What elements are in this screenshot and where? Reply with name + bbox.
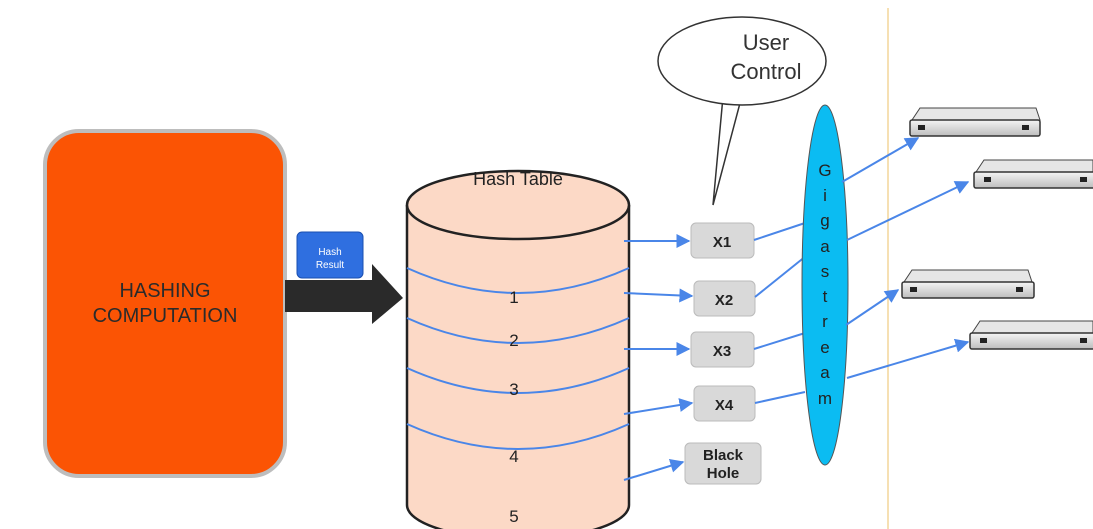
bucket-label-5: 5 xyxy=(509,507,518,526)
hashing-computation-box: HASHING COMPUTATION xyxy=(43,129,287,478)
hashing-label-line1: HASHING xyxy=(119,280,210,302)
device-arrow xyxy=(846,338,970,379)
gigastream-letter: e xyxy=(820,338,829,357)
port-x2-label: X2 xyxy=(715,292,733,309)
gigastream-letter: r xyxy=(822,312,828,331)
user-control-line1: User xyxy=(743,30,789,55)
hashing-label-line2: COMPUTATION xyxy=(93,305,238,327)
gigastream-letter: m xyxy=(818,389,832,408)
port-link xyxy=(754,391,806,404)
port-x4: X4 xyxy=(693,385,756,422)
bucket-label-1: 1 xyxy=(509,288,518,307)
hash-table-cylinder: Hash Table 1 2 3 4 5 xyxy=(405,169,631,529)
bucket-arrow xyxy=(623,458,685,481)
gigastream-ellipse: G i g a s t r e a m xyxy=(801,104,849,466)
network-device-icon xyxy=(901,269,1035,299)
port-x1-label: X1 xyxy=(713,234,731,251)
device-arrow xyxy=(841,137,920,183)
device-arrow xyxy=(845,289,900,326)
black-hole-line2: Hole xyxy=(707,465,740,482)
hash-result-line2: Result xyxy=(316,260,345,271)
bucket-divider xyxy=(406,367,630,394)
bucket-arrow xyxy=(623,288,694,303)
network-device-icon xyxy=(973,159,1093,189)
hash-table-title: Hash Table xyxy=(473,169,563,189)
port-x1: X1 xyxy=(690,222,755,259)
black-hole-line1: Black xyxy=(703,447,744,464)
port-link xyxy=(753,332,806,350)
port-x3-label: X3 xyxy=(713,343,731,360)
gigastream-letter: t xyxy=(823,287,828,306)
bucket-divider xyxy=(406,267,630,294)
user-control-line2: Control xyxy=(731,59,802,84)
bucket-label-3: 3 xyxy=(509,380,518,399)
hash-result-arrow xyxy=(285,264,403,324)
hash-result-line1: Hash xyxy=(318,247,341,258)
port-link xyxy=(753,221,809,241)
bucket-arrow xyxy=(623,398,694,415)
bucket-divider xyxy=(406,423,630,450)
bucket-label-4: 4 xyxy=(509,447,518,466)
gigastream-letter: a xyxy=(820,237,830,256)
gigastream-letter: s xyxy=(821,262,830,281)
network-device-icon xyxy=(909,107,1041,137)
port-x4-label: X4 xyxy=(715,397,734,414)
port-link xyxy=(754,255,807,298)
gigastream-letter: g xyxy=(820,211,829,230)
device-arrow xyxy=(846,181,970,241)
black-hole-port: Black Hole xyxy=(684,442,762,485)
gigastream-letter: G xyxy=(818,161,831,180)
gigastream-letter: a xyxy=(820,363,830,382)
network-device-icon xyxy=(969,320,1093,350)
port-x2: X2 xyxy=(693,280,756,317)
port-x3: X3 xyxy=(690,331,755,368)
bucket-label-2: 2 xyxy=(509,331,518,350)
user-control-callout: User Control xyxy=(657,16,827,206)
bucket-divider xyxy=(406,317,630,344)
gigastream-letter: i xyxy=(823,186,827,205)
hash-result-badge: Hash Result xyxy=(296,231,364,279)
